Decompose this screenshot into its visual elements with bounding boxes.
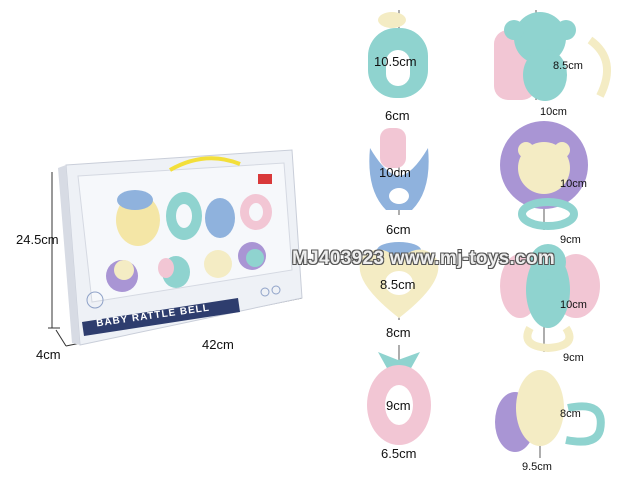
bee-height-label: 8cm	[560, 408, 581, 420]
corn-width-label: 6cm	[386, 222, 411, 237]
heart-rattle-image	[359, 242, 439, 318]
strawberry-height-label: 9cm	[386, 398, 411, 413]
heart-height-label: 8.5cm	[380, 277, 416, 292]
strawberry-width-label: 6.5cm	[381, 446, 417, 461]
gift-box	[58, 149, 303, 346]
watermark-text: MJ403923 www.mj-toys.com	[292, 248, 556, 269]
box-width-label: 42cm	[202, 337, 234, 352]
elephant-height-label: 10cm	[560, 299, 587, 311]
flower-bear-rattle-image	[500, 121, 588, 230]
strawberry-rattle-image	[367, 352, 431, 445]
monkey-teether-image	[494, 12, 611, 101]
heart-width-label: 8cm	[386, 325, 411, 340]
carrot-width-label: 6cm	[385, 108, 410, 123]
carrot-rattle-image	[368, 12, 428, 98]
monkey-width-label: 10cm	[540, 106, 567, 118]
monkey-height-label: 8.5cm	[553, 60, 583, 72]
corn-height-label: 10cm	[379, 165, 411, 180]
flower-bear-height-label: 10cm	[560, 178, 587, 190]
box-depth-label: 4cm	[36, 347, 61, 362]
corn-rattle-image	[369, 128, 429, 210]
elephant-butterfly-rattle-image	[500, 244, 600, 353]
elephant-width-label: 9cm	[563, 352, 584, 364]
carrot-height-label: 10.5cm	[374, 54, 417, 69]
bee-width-label: 9.5cm	[522, 461, 552, 473]
box-height-label: 24.5cm	[16, 232, 59, 247]
bee-rattle-image	[495, 370, 605, 452]
flower-bear-width-label: 9cm	[560, 234, 581, 246]
